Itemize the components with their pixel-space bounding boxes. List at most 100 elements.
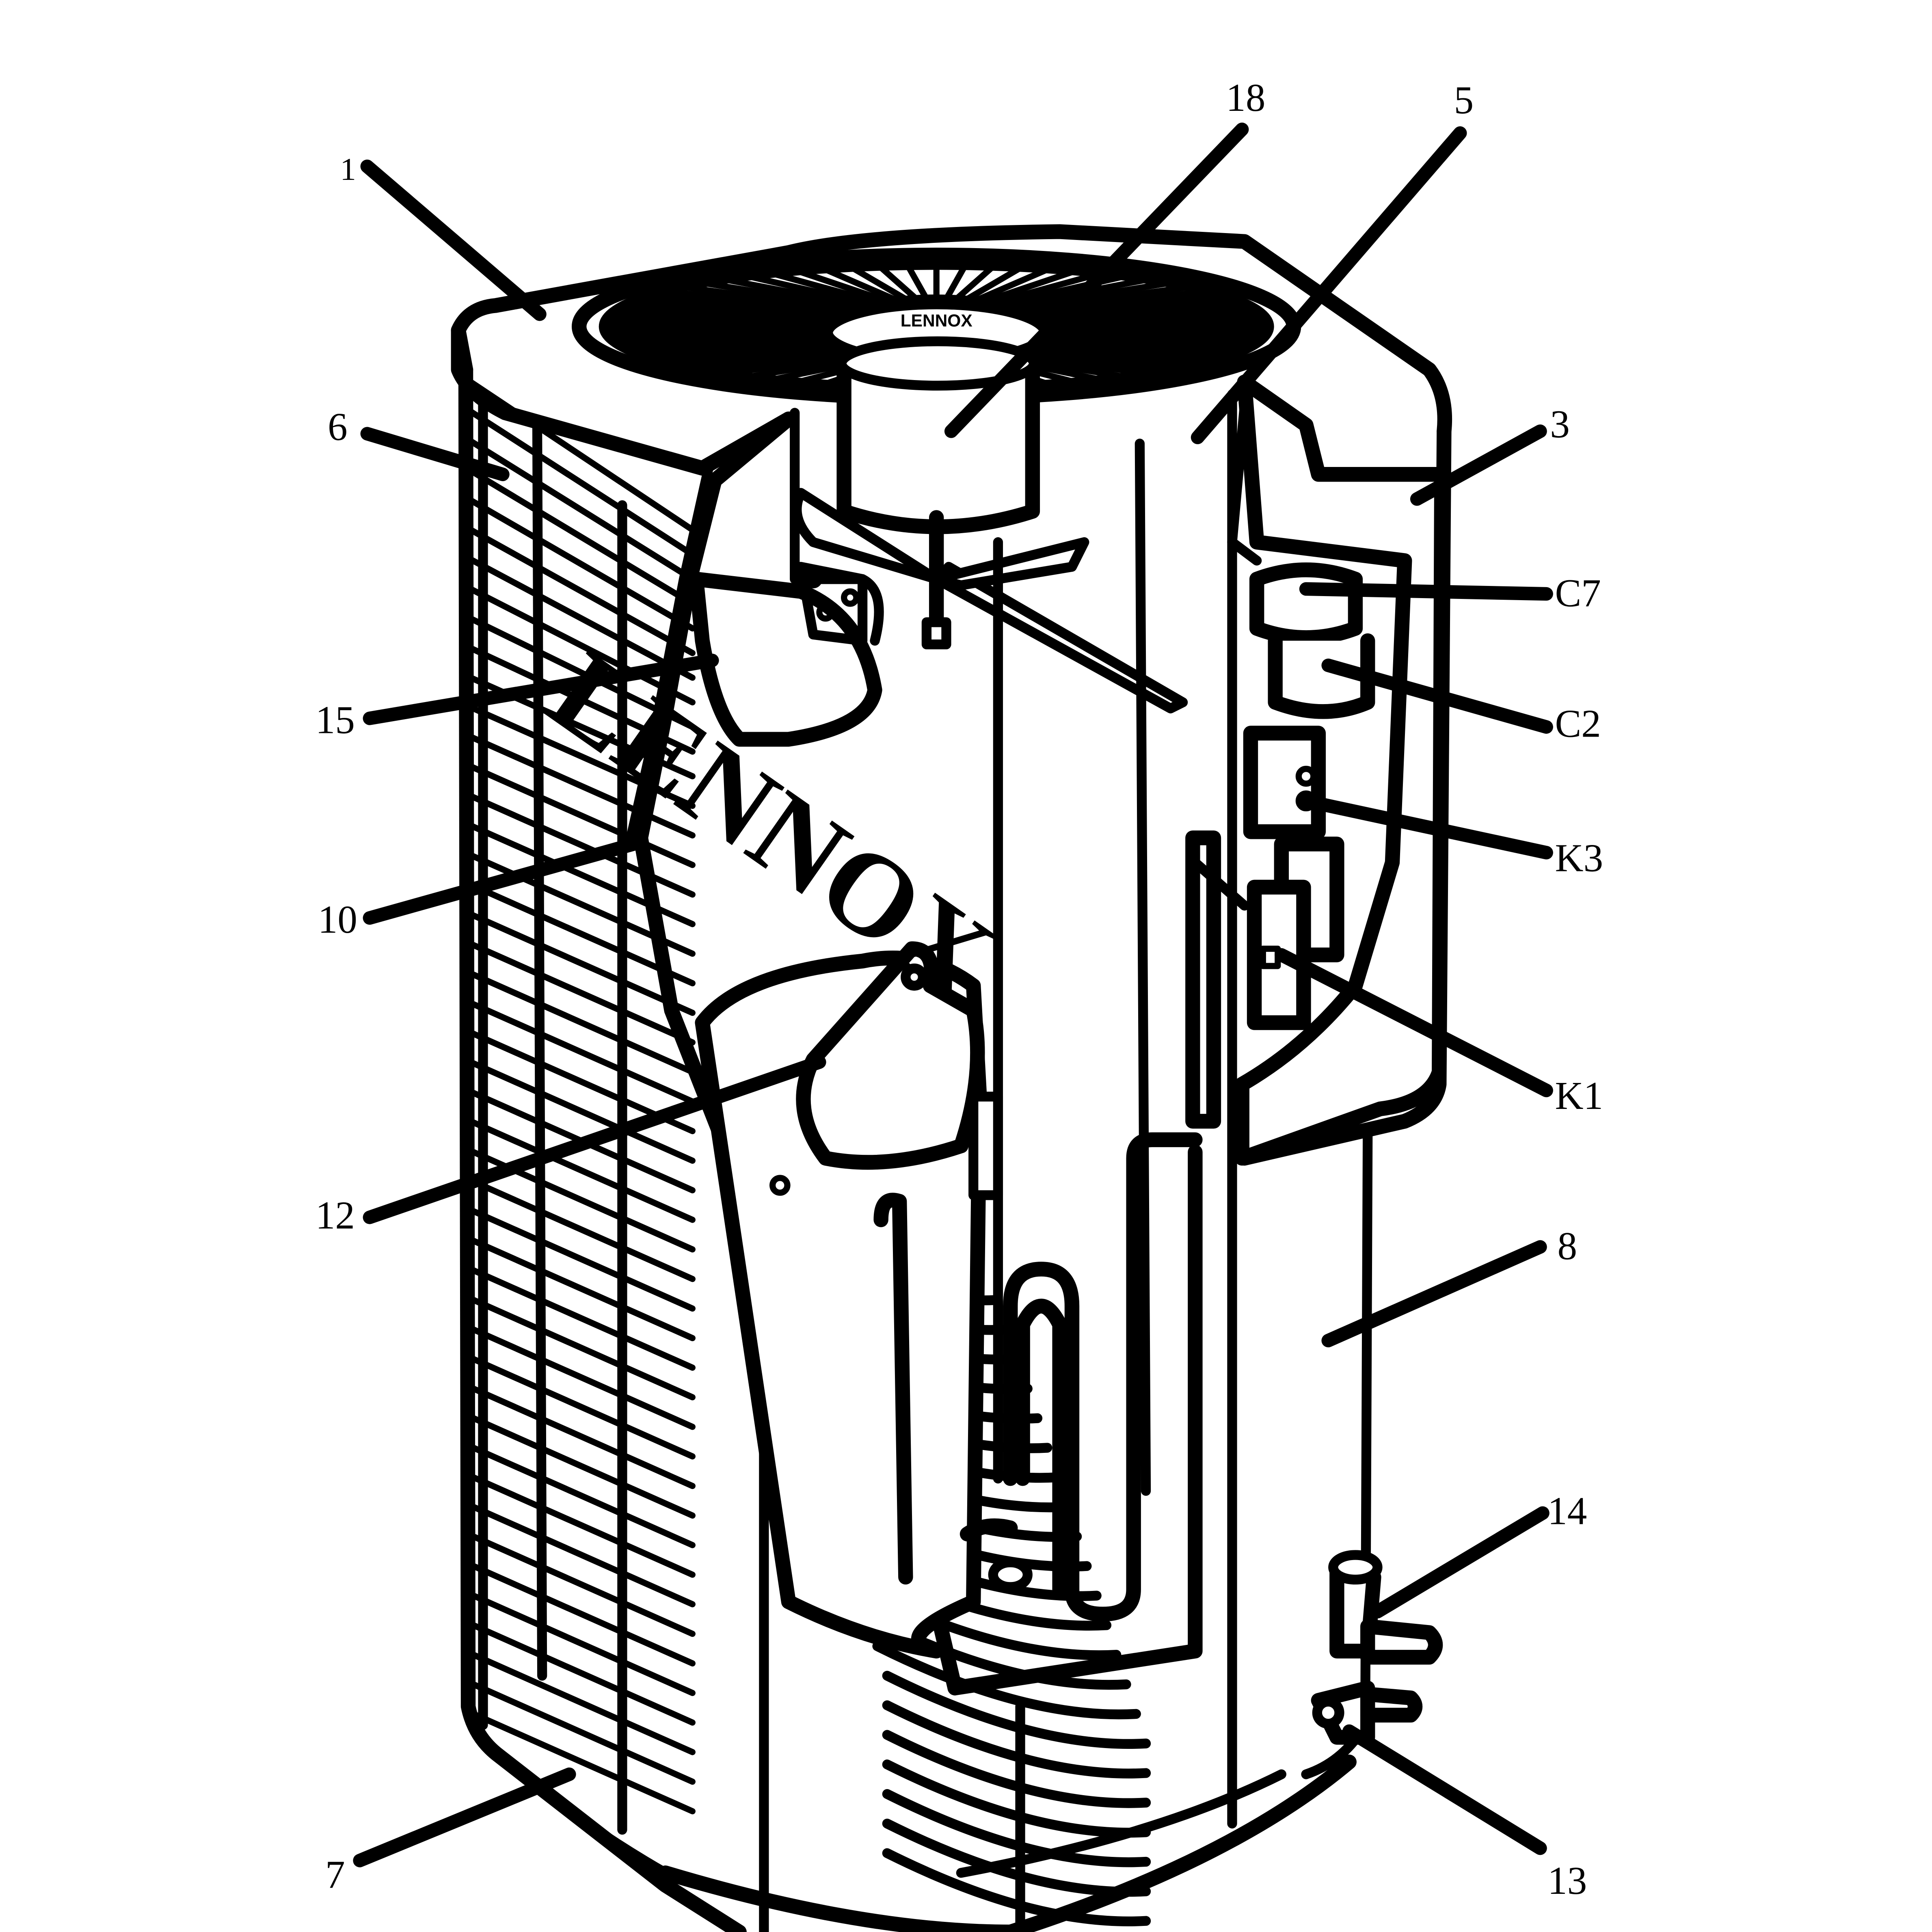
capacitor-c7 <box>1249 562 1363 645</box>
left-louver-slat <box>467 1502 696 1608</box>
left-louver-slat <box>467 379 696 533</box>
left-louver-slat <box>467 1443 696 1548</box>
leader-7 <box>353 1767 576 1867</box>
grille-spoke <box>983 268 1079 305</box>
leader-k3 <box>1299 794 1553 860</box>
left-louver-slat <box>467 586 696 706</box>
grille-spoke <box>1039 297 1239 320</box>
bracket-hole-3 <box>841 588 860 607</box>
grille-spoke <box>1035 343 1226 361</box>
right-lower-edge <box>1301 1128 1373 1779</box>
leader-15 <box>363 653 719 725</box>
callout-13: 13 <box>1547 1859 1587 1903</box>
grille-spoke <box>614 335 827 346</box>
grille-spoke <box>623 338 830 351</box>
grille-spoke <box>943 262 968 302</box>
grille-spoke <box>721 276 864 309</box>
front-louver-slat <box>882 1818 1151 1897</box>
left-louver-slat <box>467 1266 696 1371</box>
service-valves <box>1311 1550 1443 1745</box>
vapor-valve-cap <box>1328 1550 1383 1585</box>
grille-spoke <box>604 318 823 331</box>
grille-spoke <box>1016 280 1173 311</box>
grille-spoke <box>847 264 910 303</box>
left-louver-slat <box>467 556 696 681</box>
front-louver-slat <box>882 1848 1151 1926</box>
left-louver-slat <box>467 408 696 558</box>
left-louver-slat <box>467 1709 696 1815</box>
base-pan-front <box>658 1865 1018 1932</box>
left-louver-slat <box>467 1177 696 1282</box>
discharge-tube <box>1003 1132 1203 1622</box>
callout-labels: 1 18 5 3 6 C7 C2 15 K3 10 K1 12 8 14 7 1… <box>316 76 1603 1903</box>
liquid-valve-port <box>1312 1696 1344 1729</box>
callout-7: 7 <box>325 1853 345 1897</box>
left-louver-slat <box>467 1325 696 1430</box>
grille-spoke <box>1016 350 1173 374</box>
suction-tube <box>873 1193 913 1585</box>
left-louver-slat <box>467 1295 696 1400</box>
left-louver-slat <box>467 1414 696 1519</box>
discharge-tube-inner <box>1015 1299 1067 1597</box>
leader-k1 <box>1275 948 1553 1098</box>
inner-support-center <box>1135 439 1151 1496</box>
fan-shaft-nut <box>921 617 951 650</box>
left-louver-slat <box>467 911 696 1016</box>
grille-brand-mark: LENNOX <box>901 311 972 331</box>
fan-shroud <box>689 408 884 747</box>
bracket-hole-2 <box>816 603 835 622</box>
grille-spoke <box>876 263 919 302</box>
callout-8: 8 <box>1558 1224 1578 1268</box>
grille-spoke <box>700 280 857 311</box>
left-louver-slat <box>467 734 696 838</box>
left-louver-slat <box>467 1000 696 1105</box>
leader-1 <box>360 159 547 321</box>
front-louver-slat <box>882 1730 1151 1808</box>
grille-spoke <box>647 292 838 318</box>
leader-6 <box>360 427 510 481</box>
grille-spoke <box>1048 333 1265 341</box>
base-left <box>494 1750 670 1878</box>
grille-spoke <box>1050 323 1270 333</box>
top-cap-front-edge <box>451 323 796 476</box>
leader-3 <box>1410 424 1547 506</box>
grille-spoke <box>700 350 857 374</box>
callout-5: 5 <box>1454 78 1474 122</box>
grille-spoke <box>904 262 929 302</box>
callout-3: 3 <box>1550 402 1570 446</box>
leader-c7 <box>1299 582 1553 601</box>
left-louver-slat <box>467 1532 696 1637</box>
left-louver-slat <box>467 882 696 987</box>
left-louver-slat <box>467 940 696 1046</box>
grille-spoke <box>680 348 850 370</box>
grille-spoke <box>623 302 830 322</box>
front-louver-slat <box>882 1671 1151 1749</box>
grille-spoke <box>964 264 1025 303</box>
grille-spoke <box>1050 318 1269 331</box>
grille-spoke <box>604 328 823 336</box>
leader-5 <box>1191 126 1467 444</box>
grille-spoke <box>663 288 844 315</box>
front-louver-slat <box>882 1789 1151 1867</box>
left-support-post-1 <box>532 420 547 1681</box>
grille-spoke <box>744 273 873 307</box>
grille-spoke <box>634 341 834 356</box>
left-louver-slat <box>467 1236 696 1341</box>
left-louver-slat <box>467 793 696 898</box>
front-louver-slat <box>872 1641 1141 1720</box>
callout-1: 1 <box>340 152 356 187</box>
refrigerant-pipe-upper <box>1185 830 1221 1129</box>
motor-bracket <box>796 562 868 646</box>
left-louver-slat <box>467 1207 696 1312</box>
left-louvers <box>467 379 696 1835</box>
compressor-top-dome <box>796 941 985 1170</box>
callout-15: 15 <box>316 698 355 742</box>
grille-spoke <box>793 268 890 305</box>
grille-spoke <box>992 270 1105 306</box>
base-pan-right <box>1003 1755 1357 1932</box>
front-louver-slat <box>882 1759 1151 1838</box>
compressor-terminal-cover <box>968 1091 1003 1200</box>
leader-13 <box>1342 1724 1547 1855</box>
callout-18: 18 <box>1226 76 1265 120</box>
left-louver-slat <box>467 1621 696 1726</box>
